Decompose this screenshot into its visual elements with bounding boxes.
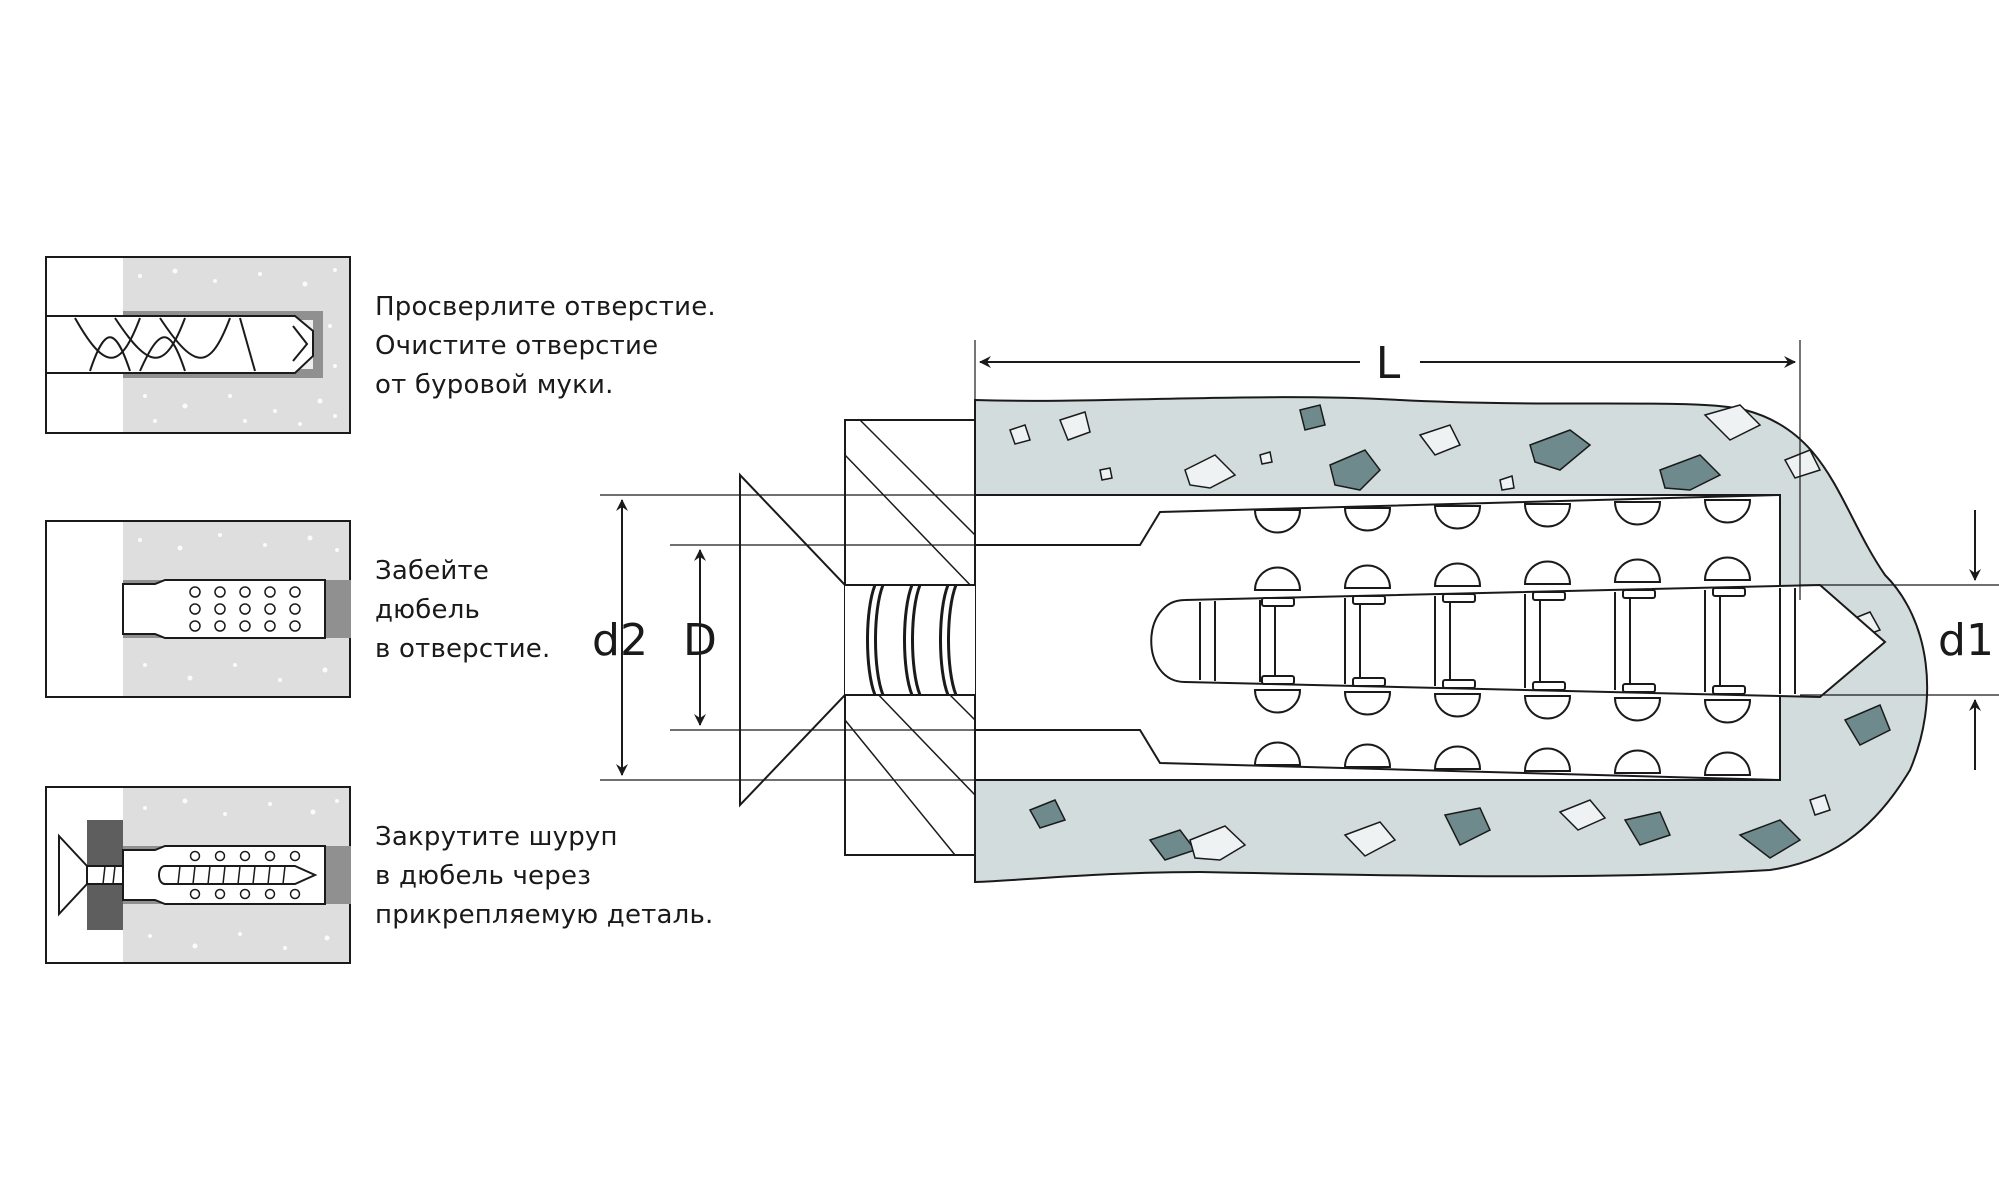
screw-shank: [1150, 583, 1887, 699]
step-3-panel: [45, 786, 351, 964]
step-2-line-3: в отверстие.: [375, 634, 551, 664]
step-3-line-3: прикрепляемую деталь.: [375, 900, 714, 930]
step-3-line-1: Закрутите шуруп: [375, 822, 618, 852]
screw-icon: [58, 833, 318, 917]
extension-lines: [600, 340, 1999, 781]
dowel-diameter-label: d1: [1938, 615, 1994, 666]
screw-head: [739, 472, 846, 808]
step-2-panel: [45, 520, 351, 698]
concrete-specks: [143, 798, 339, 950]
step-1-text: Просверлите отверстие. Очистите отверсти…: [375, 288, 716, 405]
step-3-text: Закрутите шуруп в дюбель через прикрепля…: [375, 818, 713, 935]
insert-dowel-illustration: [45, 520, 351, 698]
step-2-line-1: Забейте: [375, 556, 490, 586]
length-label: L: [1376, 338, 1401, 389]
dowel-bumps: [1253, 499, 1752, 776]
screw-diameter-label: D: [683, 615, 717, 666]
screw-thread-rings: [1261, 587, 1746, 695]
screw-in-illustration: [45, 786, 351, 964]
outer-diameter-label: d2: [592, 615, 648, 666]
step-2-line-2: дюбель: [375, 595, 481, 625]
screw-thread-inner: [1199, 588, 1796, 694]
dowel-icon: [122, 579, 326, 639]
drill-bit-icon: [47, 315, 314, 374]
concrete-specks: [138, 268, 337, 426]
drill-hole-illustration: [45, 256, 351, 434]
dimension-lines: [616, 356, 1981, 776]
screw: [739, 472, 1887, 808]
step-1-panel: [45, 256, 351, 434]
step-2-text: Забейте дюбель в отверстие.: [375, 552, 550, 669]
step-3-line-2: в дюбель через: [375, 861, 592, 891]
step-1-line-2: Очистите отверстие: [375, 331, 659, 361]
concrete-aggregate: [1009, 404, 1891, 861]
screw-thread-shank: [866, 584, 958, 696]
step-1-line-3: от буровой муки.: [375, 370, 614, 400]
inner-bumps: [1253, 556, 1752, 724]
step-1-line-1: Просверлите отверстие.: [375, 292, 716, 322]
